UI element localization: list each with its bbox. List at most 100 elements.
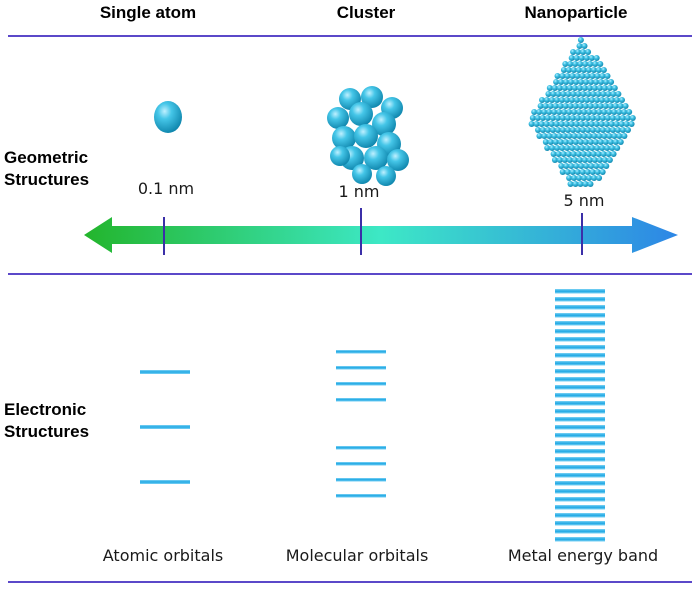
- cluster-atom-sphere: [364, 146, 388, 170]
- nanoparticle-atom-sphere: [595, 151, 602, 157]
- nanoparticle-atom-sphere: [604, 115, 611, 121]
- nanoparticle-atom-sphere: [546, 133, 553, 139]
- nanoparticle-atom-sphere: [545, 91, 552, 97]
- tick-label-0-1-nm: 0.1 nm: [138, 179, 194, 198]
- nanoparticle-atom-sphere: [594, 145, 601, 151]
- nanoparticle-atom-sphere: [570, 67, 577, 73]
- nanoparticle-atom-sphere: [565, 67, 572, 73]
- nanoparticle-atom-sphere: [611, 133, 618, 139]
- nanoparticle-atom-sphere: [556, 85, 563, 91]
- band-level: [555, 361, 605, 366]
- nanoparticle-atom-sphere: [533, 121, 540, 127]
- nanoparticle-atom-sphere: [539, 97, 545, 103]
- band-level: [555, 289, 605, 294]
- nanoparticle-atom-sphere: [590, 91, 597, 97]
- row-label-geometric-1: Geometric: [4, 148, 88, 167]
- nanoparticle-atom-sphere: [609, 97, 615, 103]
- nanoparticle-atom-sphere: [559, 145, 566, 151]
- nanoparticle-atom-sphere: [581, 133, 588, 139]
- nanoparticle-atom-sphere: [584, 145, 591, 151]
- nanoparticle-atom-sphere: [536, 133, 543, 139]
- nanoparticle-atom-sphere: [544, 115, 551, 121]
- nanoparticle-atom-sphere: [610, 127, 616, 133]
- nanoparticle-atom-sphere: [621, 109, 628, 115]
- band-level: [555, 513, 605, 518]
- nanoparticle-atom-sphere: [616, 133, 623, 139]
- band-level: [555, 369, 605, 374]
- nanoparticle-atom-sphere: [612, 103, 619, 109]
- cluster-atom-sphere: [349, 102, 373, 126]
- nanoparticle-atom-sphere: [579, 169, 586, 175]
- nanoparticle-atom-sphere: [581, 157, 588, 163]
- molecular-orbital-level: [336, 366, 386, 370]
- nanoparticle-atom-sphere: [626, 109, 633, 115]
- nanoparticle-atom-sphere: [609, 145, 616, 151]
- nanoparticle-atom-sphere: [549, 115, 556, 121]
- nanoparticle-atom-sphere: [570, 49, 577, 55]
- band-level: [555, 473, 605, 478]
- nanoparticle-atom-sphere: [569, 97, 575, 103]
- nanoparticle-atom-sphere: [616, 109, 623, 115]
- nanoparticle-atom-sphere: [576, 43, 583, 49]
- nanoparticle-atom-sphere: [587, 139, 594, 145]
- nanoparticle-atom-sphere: [553, 79, 560, 85]
- nanoparticle-atom-sphere: [598, 121, 605, 127]
- nanoparticle-atom-sphere: [566, 109, 573, 115]
- nanoparticle-atom-sphere: [554, 145, 561, 151]
- row-label-electronic-2: Structures: [4, 422, 89, 441]
- nanoparticle-atom-sphere: [570, 151, 577, 157]
- nanoparticle-atom-sphere: [572, 139, 579, 145]
- nanoparticle-atom-sphere: [576, 109, 583, 115]
- nanoparticle-atom-sphere: [596, 85, 603, 91]
- nanoparticle-atom-sphere: [599, 73, 606, 79]
- nanoparticle-atom-sphere: [579, 97, 585, 103]
- molecular-orbital-level: [336, 462, 386, 466]
- nanoparticle-atom-sphere: [575, 67, 582, 73]
- nanoparticle-atom-sphere: [577, 139, 584, 145]
- nanoparticle-atom-sphere: [567, 103, 574, 109]
- band-level: [555, 433, 605, 438]
- band-level: [555, 481, 605, 486]
- nanoparticle-atom-sphere: [571, 85, 578, 91]
- nanoparticle-atom-sphere: [571, 133, 578, 139]
- band-level: [555, 401, 605, 406]
- band-level: [555, 321, 605, 326]
- nanoparticle-atom-sphere: [573, 55, 580, 61]
- molecular-orbital-level: [336, 446, 386, 450]
- nanoparticle-atom-sphere: [534, 115, 541, 121]
- nanoparticle-atom-sphere: [552, 139, 559, 145]
- nanoparticle-atom-sphere: [542, 103, 549, 109]
- nanoparticle-atom-sphere: [619, 115, 626, 121]
- nanoparticle-atom-sphere: [580, 127, 586, 133]
- nanoparticle-atom-sphere: [613, 121, 620, 127]
- nanoparticle-atom-sphere: [584, 97, 590, 103]
- nanoparticle-atom-sphere: [549, 145, 556, 151]
- nanoparticle-atom-sphere: [582, 181, 589, 187]
- nanoparticle-atom-sphere: [567, 181, 574, 187]
- nanoparticle-atom-sphere: [591, 175, 598, 181]
- cluster-atom-sphere: [387, 149, 409, 171]
- nanoparticle-atom-sphere: [611, 85, 618, 91]
- nanoparticle-atom-sphere: [538, 121, 545, 127]
- band-level: [555, 425, 605, 430]
- nanoparticle-atom-sphere: [601, 109, 608, 115]
- nanoparticle-atom-sphere: [558, 79, 565, 85]
- nanoparticle-atom-sphere: [565, 127, 571, 133]
- nanoparticle-atom-sphere: [595, 67, 602, 73]
- nanoparticle-atom-sphere: [573, 121, 580, 127]
- nanoparticle-atom-sphere: [605, 91, 612, 97]
- nanoparticle-atom-sphere: [590, 127, 596, 133]
- nanoparticle-atom-sphere: [555, 151, 562, 157]
- nanoparticle-atom-sphere: [605, 127, 611, 133]
- nanoparticle-atom-sphere: [561, 85, 568, 91]
- nanoparticle-atom-sphere: [560, 67, 567, 73]
- nanoparticle-atom-sphere: [620, 127, 626, 133]
- nanoparticle-atom-sphere: [580, 151, 587, 157]
- nanoparticle-atom-sphere: [580, 91, 587, 97]
- band-level: [555, 449, 605, 454]
- band-level: [555, 489, 605, 494]
- nanoparticle-atom-sphere: [559, 169, 566, 175]
- nanoparticle-atom-sphere: [594, 169, 601, 175]
- band-level: [555, 465, 605, 470]
